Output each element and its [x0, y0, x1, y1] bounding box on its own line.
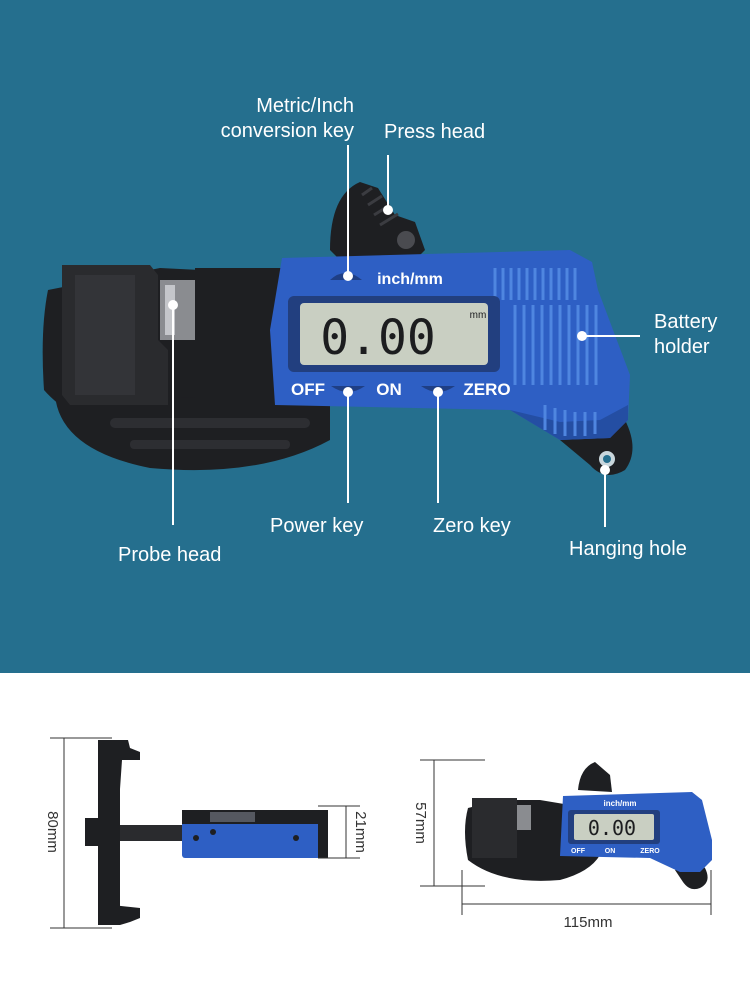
callout-battery-line1: Battery [654, 311, 718, 333]
press-head-ridges [361, 186, 399, 227]
frame-column [195, 268, 285, 403]
callout-zero-key: Zero key [433, 515, 511, 537]
callout-hanging-hole: Hanging hole [569, 538, 687, 560]
callout-dot-hanging-hole [600, 465, 610, 475]
probe-head-face [75, 275, 135, 395]
gauge-blue-shadow [510, 405, 628, 440]
lcd-screen [300, 303, 488, 365]
callout-metric-inch-line2: conversion key [220, 120, 354, 142]
press-head-lever [330, 182, 425, 265]
off-label: OFF [291, 380, 325, 399]
callout-press-head: Press head [384, 121, 486, 143]
callout-probe-head: Probe head [118, 544, 222, 566]
callout-battery-holder: Battery holder [654, 310, 717, 360]
base-groove-2 [130, 440, 290, 449]
callout-metric-inch-line1: Metric/Inch [256, 95, 354, 117]
battery-holder-grip [493, 268, 598, 436]
callout-dot-zero-key [433, 387, 443, 397]
callout-dot-battery [577, 331, 587, 341]
callout-dot-probe-head [168, 300, 178, 310]
callout-dot-power-key [343, 387, 353, 397]
callout-metric-inch: Metric/Inch conversion key [208, 94, 354, 144]
callout-dot-metric-inch [343, 271, 353, 281]
zero-label: ZERO [463, 380, 510, 399]
lcd-unit: mm [470, 310, 487, 321]
callout-dot-press-head [383, 205, 393, 215]
base-groove-1 [110, 418, 310, 428]
callout-power-key: Power key [270, 515, 364, 537]
inch-mm-key-label: inch/mm [377, 271, 443, 288]
callout-battery-line2: holder [654, 336, 710, 358]
lcd-reading: 0.00 [320, 310, 436, 366]
thickness-gauge-illustration: 0.00 mm inch/mm OFF ON ZERO [42, 145, 640, 527]
press-head-pin [397, 231, 415, 249]
spindle-highlight [165, 285, 175, 335]
gauge-base-arc [55, 395, 330, 471]
hanging-hole-center [603, 455, 611, 463]
dimension-panel [0, 673, 750, 1000]
on-label: ON [376, 380, 402, 399]
